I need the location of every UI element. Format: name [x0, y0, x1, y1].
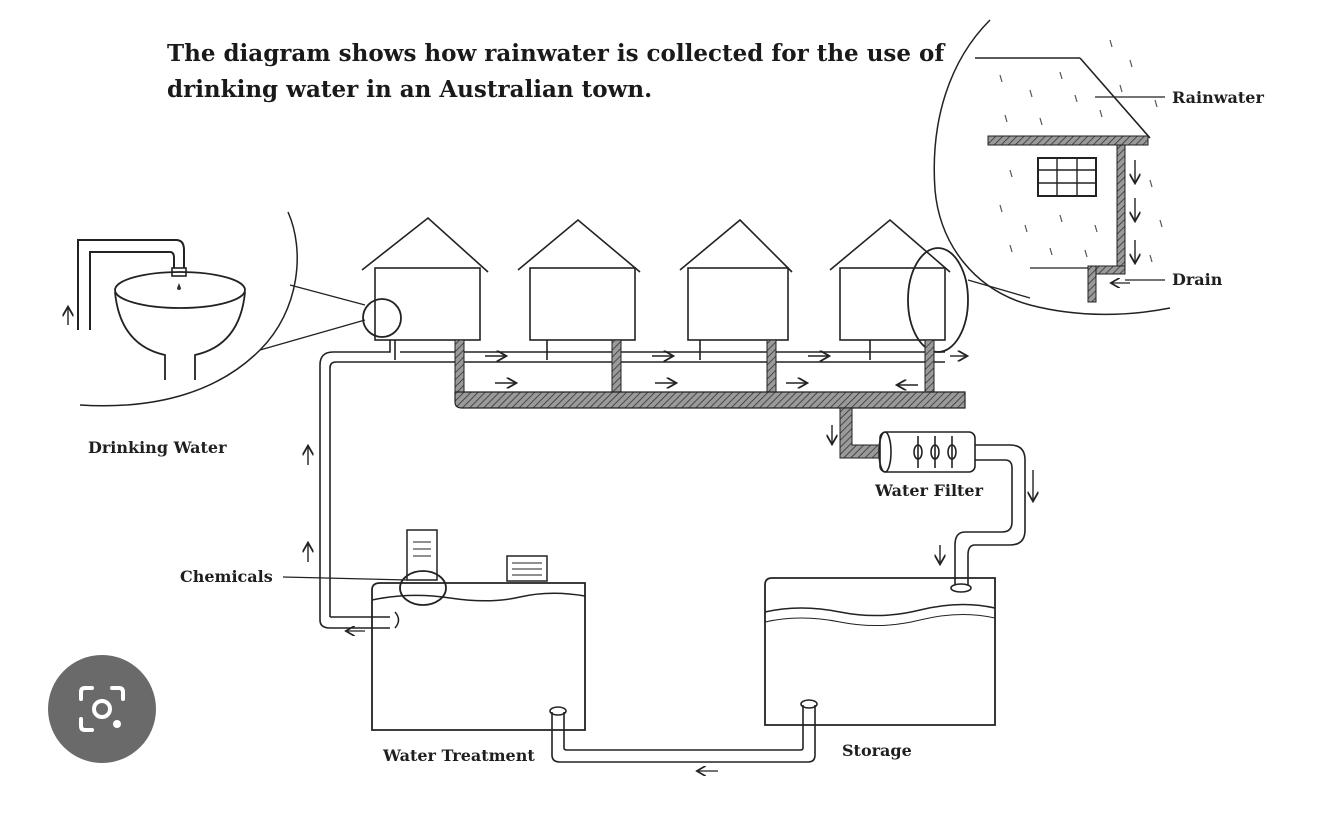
storage-tank	[764, 577, 996, 726]
drain-label: Drain	[1172, 270, 1223, 289]
diagram-title: The diagram shows how rainwater is colle…	[167, 40, 945, 103]
water-treatment-label: Water Treatment	[383, 746, 535, 765]
rainwater-label: Rainwater	[1172, 88, 1264, 107]
storage-label: Storage	[842, 741, 912, 760]
water-filter	[878, 431, 1033, 593]
drinking-water-label: Drinking Water	[88, 438, 227, 457]
rain-house-zoom-bubble	[933, 19, 1171, 316]
water-filter-label: Water Filter	[875, 481, 984, 500]
camera-search-icon	[79, 686, 125, 732]
storage-to-treatment-pipe	[549, 699, 818, 771]
chemicals-label: Chemicals	[180, 567, 273, 586]
drinking-water-supply-pipe	[319, 340, 945, 629]
drinking-water-zoom-bubble	[68, 211, 366, 407]
water-treatment-tank	[282, 447, 586, 731]
rainwater-collection-pipe	[454, 339, 966, 459]
houses-row	[361, 216, 969, 360]
lens-search-button[interactable]	[48, 655, 156, 763]
